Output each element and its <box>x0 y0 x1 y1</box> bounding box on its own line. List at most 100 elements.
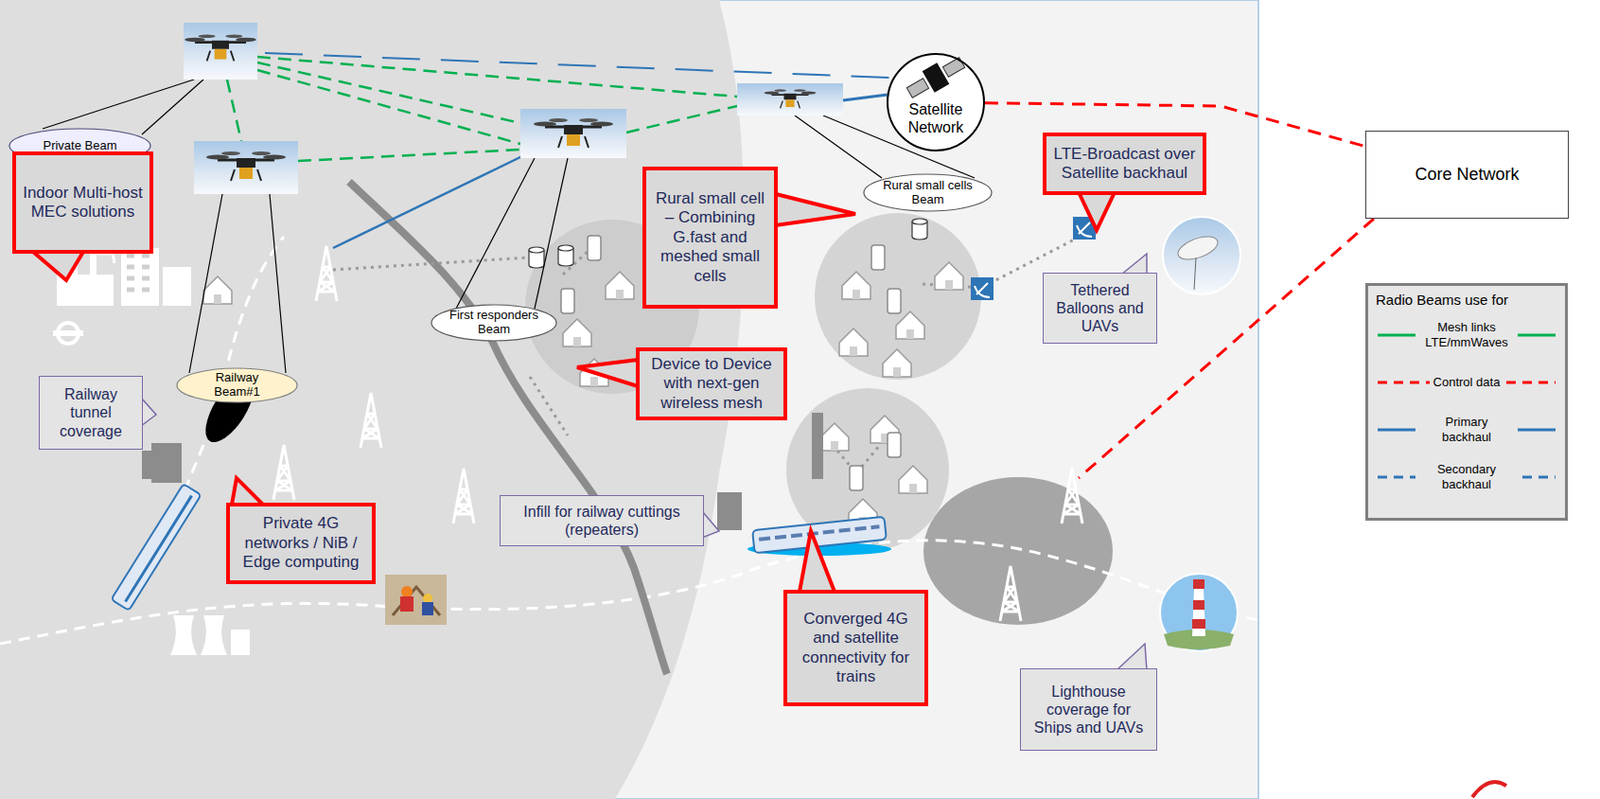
tunnel <box>141 450 154 479</box>
callout-box: Railway tunnel coverage <box>38 375 143 450</box>
houses-and-devices <box>605 271 634 299</box>
legend-title: Radio Beams use for <box>1375 291 1558 308</box>
logo-mark <box>1472 781 1507 797</box>
satellite-icon <box>886 52 985 152</box>
trains <box>111 483 892 611</box>
callout-box: Device to Device with next-gen wireless … <box>635 347 788 421</box>
text-wrap: Infill for railway cuttings (repeaters) <box>506 502 698 539</box>
drone-photos <box>193 140 299 194</box>
text-wrap: Railway Beam#1 <box>204 370 271 400</box>
houses-and-devices <box>849 465 863 491</box>
satellite-dishes <box>1076 222 1092 237</box>
houses-and-devices <box>887 288 901 314</box>
trains <box>111 483 202 611</box>
beam-lines <box>42 79 975 373</box>
buildings <box>203 276 232 304</box>
towers <box>273 444 295 500</box>
text-wrap: Device to Device with next-gen wireless … <box>645 354 778 413</box>
houses-and-devices <box>717 492 742 530</box>
beam-ellipse: Rural small cells Beam <box>862 173 993 212</box>
houses-and-devices <box>820 422 849 451</box>
buildings <box>126 255 150 290</box>
tunnel <box>151 442 182 483</box>
callout-tails <box>702 510 720 538</box>
houses-and-devices <box>912 218 928 240</box>
trains <box>752 516 887 554</box>
ellipse-outline <box>176 368 298 403</box>
beam-lines <box>42 79 204 135</box>
text-wrap: Satellite Network <box>888 100 984 137</box>
balloon-photo <box>1162 216 1241 295</box>
trains <box>758 526 880 539</box>
control-data-link <box>1078 218 1374 478</box>
callout-tails <box>231 477 264 505</box>
houses-and-devices <box>587 235 601 261</box>
lighthouse-photo <box>1192 588 1206 636</box>
drone-photos <box>764 88 817 108</box>
balloon-photo <box>1175 231 1221 264</box>
background <box>923 476 1113 625</box>
lighthouse-photo <box>1160 573 1238 651</box>
callout-box: Tethered Balloons and UAVs <box>1042 272 1158 344</box>
callout-tails <box>1116 643 1147 670</box>
background <box>0 0 1259 799</box>
balloon-photo <box>1162 216 1241 295</box>
node-text: Rural small cell – Combining G.fast and … <box>651 189 769 286</box>
legend-row: Mesh links LTE/mmWaves <box>1375 311 1558 359</box>
legend-box: Radio Beams use forMesh links LTE/mmWave… <box>1365 282 1568 521</box>
background <box>0 0 744 799</box>
ellipse-outline <box>431 304 557 341</box>
houses-and-devices <box>887 432 901 458</box>
core-box: Core Network <box>1365 130 1569 219</box>
backhaul-links <box>264 52 890 248</box>
node-text: Core Network <box>1414 164 1519 185</box>
backhaul-links <box>333 156 523 248</box>
satellite-icon <box>942 57 965 77</box>
callout-box: Infill for railway cuttings (repeaters) <box>499 494 704 546</box>
callout-tails <box>775 193 856 226</box>
legend-row: Control data <box>1375 358 1558 406</box>
buildings <box>170 615 250 655</box>
callout-tails <box>1121 253 1147 275</box>
node-text: Rural small cells Beam <box>875 178 982 208</box>
satellite-icon <box>886 52 985 152</box>
text-wrap: LTE-Broadcast over Satellite backhaul <box>1052 144 1197 184</box>
text-wrap: First responders Beam <box>441 308 546 337</box>
trains <box>752 516 887 554</box>
buildings <box>121 247 159 306</box>
houses-and-devices <box>528 246 545 268</box>
beam-ellipse: Railway Beam#1 <box>175 367 299 404</box>
text-wrap: Core Network <box>1414 164 1519 185</box>
callout-tails <box>140 397 157 426</box>
houses-and-devices <box>896 311 925 339</box>
legend-text: Primary backhaul <box>1415 414 1518 444</box>
mesh-links <box>227 56 738 161</box>
beam-lines <box>189 193 286 373</box>
node-text: Lighthouse coverage for Ships and UAVs <box>1026 682 1151 738</box>
legend-text: Control data <box>1429 374 1505 390</box>
node-text: Infill for railway cuttings (repeaters) <box>506 502 698 539</box>
text-wrap: Tethered Balloons and UAVs <box>1049 281 1151 336</box>
text-wrap: Railway tunnel coverage <box>45 385 137 440</box>
control-data-link <box>1078 218 1374 478</box>
houses-and-devices <box>882 349 912 377</box>
buildings <box>52 247 250 655</box>
callout-box: Indoor Multi-host MEC solutions <box>12 151 154 254</box>
houses-and-devices <box>871 245 885 270</box>
callout-tails <box>799 530 835 592</box>
node-text: Railway tunnel coverage <box>45 385 137 440</box>
towers <box>360 392 382 448</box>
worker-photo <box>401 585 413 598</box>
trains <box>111 483 202 611</box>
text-wrap: Private 4G networks / NiB / Edge computi… <box>235 513 367 572</box>
legend-row: Primary backhaul <box>1375 405 1558 454</box>
buildings <box>52 330 84 336</box>
lighthouse-photo <box>1160 573 1238 651</box>
backhaul-links <box>264 52 890 78</box>
beam-ellipse: First responders Beam <box>430 303 558 342</box>
background <box>814 212 982 380</box>
trains <box>125 495 193 602</box>
houses-and-devices <box>561 288 575 314</box>
